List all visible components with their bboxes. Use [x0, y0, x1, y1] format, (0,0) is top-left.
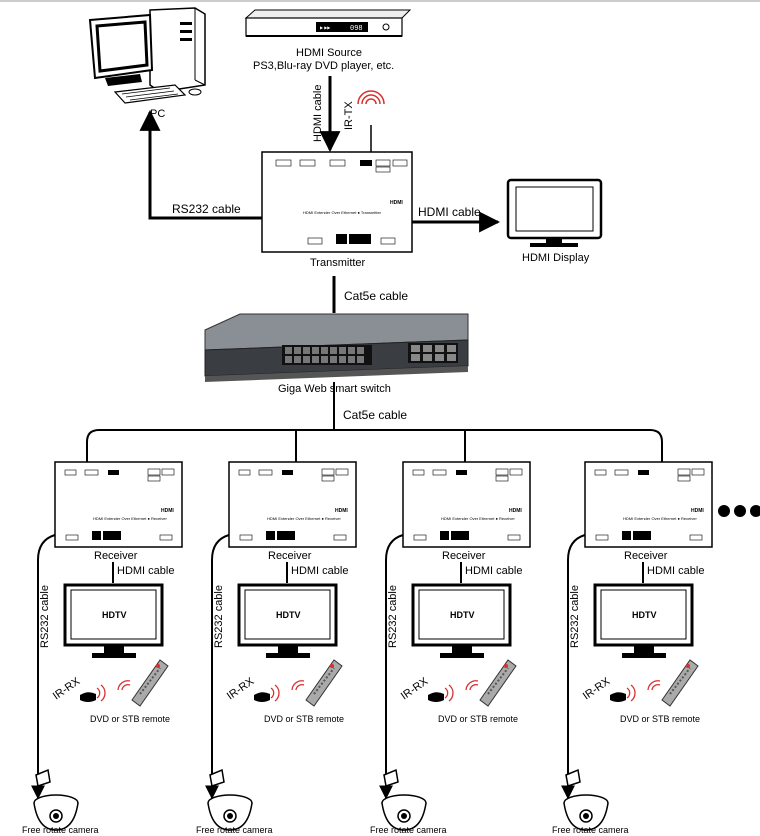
ir-tx-wave-icon: [357, 90, 385, 105]
receiver-branch-4: HDMI HDMI Extender Over Ethernet ● Recei…: [552, 461, 713, 835]
ir-rx-icon: [610, 684, 636, 702]
receiver-hdmi-cable-label: HDMI cable: [291, 565, 348, 577]
rs232-pc-link: [139, 109, 262, 220]
display-value: 098: [350, 25, 363, 33]
ellipsis-icon: [718, 505, 760, 517]
receiver-branch-1: HDMI HDMI Extender Over Ethernet ● Recei…: [22, 461, 183, 835]
camera-label: Free rotate camera: [22, 825, 99, 835]
pc-icon: [88, 7, 206, 104]
camera-icon: [33, 768, 79, 831]
svg-text:HDMI: HDMI: [335, 508, 348, 514]
cat5e-bottom-label: Cat5e cable: [343, 408, 407, 422]
receiver-branch-3: HDMI HDMI Extender Over Ethernet ● Recei…: [370, 461, 531, 835]
rs232-top-label: RS232 cable: [172, 202, 241, 216]
hdtv-label: HDTV: [276, 610, 301, 620]
receiver-rs232-label: RS232 cable: [39, 585, 51, 648]
receiver-label: Receiver: [94, 550, 138, 562]
receiver-rs232-label: RS232 cable: [213, 585, 225, 648]
hdtv-label: HDTV: [102, 610, 127, 620]
source-subtitle: PS3,Blu-ray DVD player, etc.: [253, 60, 394, 72]
source-title: HDMI Source: [296, 47, 362, 59]
pc-label: PC: [150, 108, 165, 120]
transmitter-caption: HDMI Extender Over Ethernet ● Transmitte…: [303, 210, 382, 215]
camera-icon: [563, 768, 609, 831]
ir-rx-label: IR-RX: [399, 675, 431, 702]
monitor-icon: [506, 178, 603, 247]
receiver-box: HDMI HDMI Extender Over Ethernet ● Recei…: [584, 461, 713, 548]
switch-icon: [204, 313, 469, 382]
receiver-hdmi-cable-label: HDMI cable: [647, 565, 704, 577]
svg-text:HDMI: HDMI: [161, 508, 174, 514]
receiver-hdmi-cable-label: HDMI cable: [117, 565, 174, 577]
svg-text:HDMI: HDMI: [509, 508, 522, 514]
remote-label: DVD or STB remote: [620, 714, 700, 724]
dvd-player-icon: ▶ ▶▶ 098: [244, 9, 412, 37]
ir-rx-icon: [428, 684, 454, 702]
hdtv-icon: HDTV: [237, 583, 338, 658]
receiver-branch-2: HDMI HDMI Extender Over Ethernet ● Recei…: [196, 461, 357, 835]
svg-text:▶ ▶▶: ▶ ▶▶: [320, 25, 331, 30]
remote-icon: [465, 659, 517, 707]
display-label: HDMI Display: [522, 252, 590, 264]
camera-icon: [381, 768, 427, 831]
receiver-box: HDMI HDMI Extender Over Ethernet ● Recei…: [228, 461, 357, 548]
transmitter-brand: HDMI: [390, 200, 403, 206]
remote-label: DVD or STB remote: [90, 714, 170, 724]
cat5e-top-label: Cat5e cable: [344, 289, 408, 303]
receiver-caption: HDMI Extender Over Ethernet ● Receiver: [623, 516, 697, 521]
remote-label: DVD or STB remote: [438, 714, 518, 724]
receiver-box: HDMI HDMI Extender Over Ethernet ● Recei…: [402, 461, 531, 548]
camera-label: Free rotate camera: [370, 825, 447, 835]
hdtv-label: HDTV: [450, 610, 475, 620]
hdmi-cable-right-label: HDMI cable: [418, 205, 481, 219]
ir-rx-label: IR-RX: [51, 675, 83, 702]
receiver-rs232-label: RS232 cable: [387, 585, 399, 648]
remote-icon: [647, 659, 699, 707]
transmitter-label: Transmitter: [310, 257, 366, 269]
ir-rx-icon: [80, 684, 106, 702]
hdtv-icon: HDTV: [411, 583, 512, 658]
ir-rx-label: IR-RX: [581, 675, 613, 702]
remote-icon: [291, 659, 343, 707]
camera-icon: [207, 768, 253, 831]
hdtv-icon: HDTV: [63, 583, 164, 658]
ir-rx-icon: [254, 684, 280, 702]
transmitter-box: HDMI HDMI Extender Over Ethernet ● Trans…: [261, 151, 413, 253]
camera-label: Free rotate camera: [196, 825, 273, 835]
ir-rx-label: IR-RX: [225, 675, 257, 702]
camera-label: Free rotate camera: [552, 825, 629, 835]
receiver-caption: HDMI Extender Over Ethernet ● Receiver: [267, 516, 341, 521]
receiver-box: HDMI HDMI Extender Over Ethernet ● Recei…: [54, 461, 183, 548]
receiver-label: Receiver: [442, 550, 486, 562]
receiver-caption: HDMI Extender Over Ethernet ● Receiver: [93, 516, 167, 521]
remote-icon: [117, 659, 169, 707]
receiver-hdmi-cable-label: HDMI cable: [465, 565, 522, 577]
receiver-label: Receiver: [268, 550, 312, 562]
receiver-rs232-label: RS232 cable: [569, 585, 581, 648]
hdtv-icon: HDTV: [593, 583, 694, 658]
ir-tx-label: IR-TX: [343, 101, 355, 130]
hdmi-cable-vertical-label: HDMI cable: [312, 85, 324, 142]
distribution-bus: [86, 429, 663, 462]
hdtv-label: HDTV: [632, 610, 657, 620]
svg-text:HDMI: HDMI: [691, 508, 704, 514]
receiver-label: Receiver: [624, 550, 668, 562]
receiver-caption: HDMI Extender Over Ethernet ● Receiver: [441, 516, 515, 521]
remote-label: DVD or STB remote: [264, 714, 344, 724]
